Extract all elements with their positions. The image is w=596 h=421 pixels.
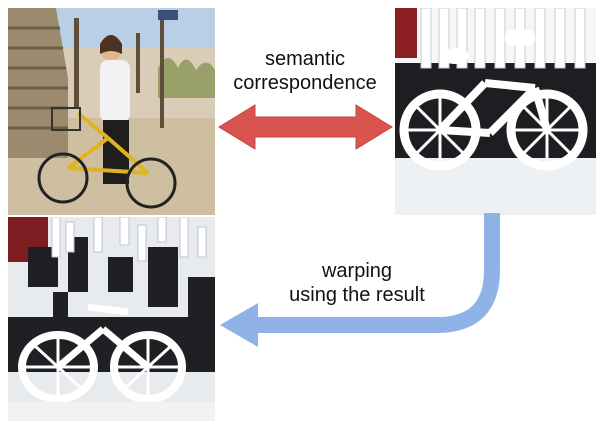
target-photo [395, 8, 596, 215]
warping-arrowhead-icon [220, 303, 258, 347]
source-photo [8, 8, 215, 215]
warping-caption: warping using the result [252, 259, 462, 307]
correspondence-double-arrow-icon [218, 104, 393, 150]
correspondence-caption-line2: correspondence [233, 72, 377, 94]
warped-result-photo [8, 217, 215, 421]
correspondence-caption: semantic correspondence [216, 47, 394, 95]
warping-caption-line2: using the result [289, 284, 425, 306]
correspondence-caption-line1: semantic [264, 48, 346, 70]
warping-caption-line1: warping [321, 260, 393, 282]
